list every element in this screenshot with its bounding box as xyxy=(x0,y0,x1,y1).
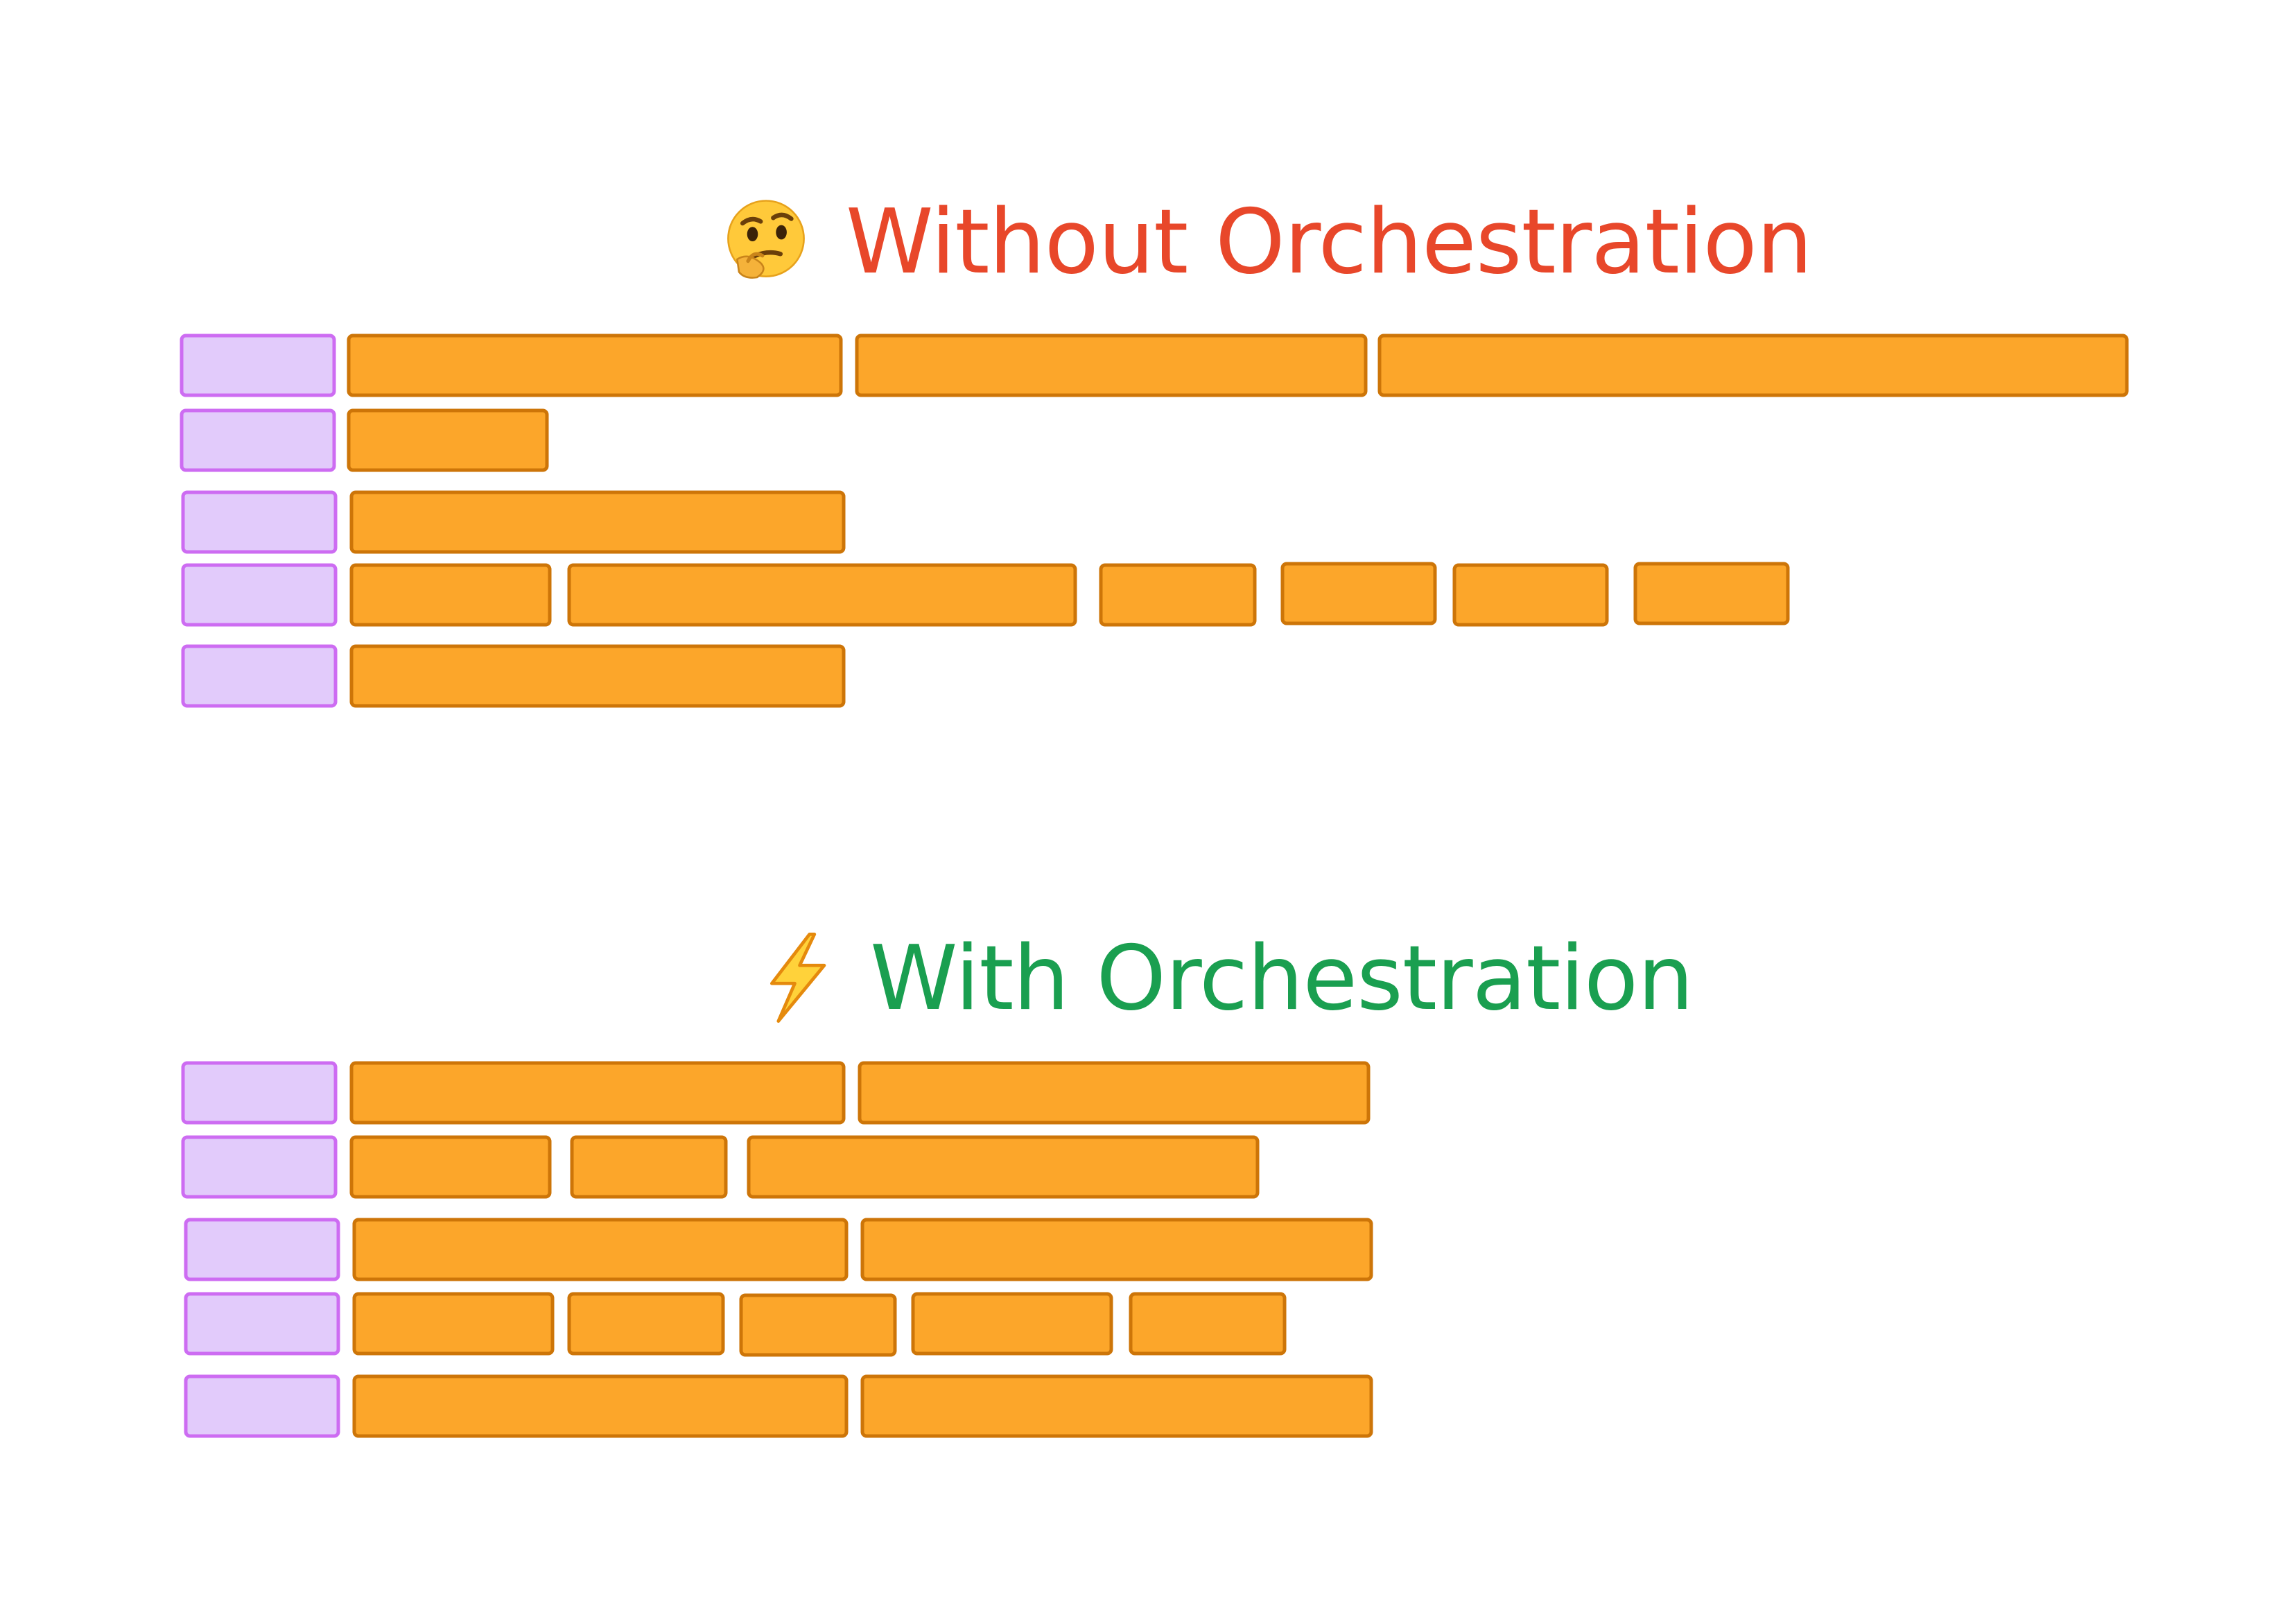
task-bar xyxy=(747,1135,1260,1199)
task-bar xyxy=(352,1374,849,1438)
lane-marker xyxy=(184,1374,340,1438)
task-bar xyxy=(1099,563,1257,627)
task-bar xyxy=(911,1292,1113,1356)
timeline-row xyxy=(184,1292,1287,1357)
task-bar xyxy=(352,1218,849,1281)
timeline-row xyxy=(181,644,846,708)
lane-marker xyxy=(181,490,338,554)
timeline-row xyxy=(184,1374,1373,1438)
task-bar xyxy=(567,563,1077,627)
timeline-row xyxy=(181,1135,1260,1199)
task-bar xyxy=(349,1061,846,1125)
task-bar xyxy=(1452,563,1609,627)
timeline-row xyxy=(181,562,1790,627)
lane-marker xyxy=(180,334,336,397)
lane-marker xyxy=(181,563,338,627)
lane-marker xyxy=(181,1061,338,1125)
lane-marker xyxy=(184,1218,340,1281)
task-bar xyxy=(739,1293,897,1357)
task-bar xyxy=(1129,1292,1287,1356)
task-bar xyxy=(1633,562,1790,625)
task-bar xyxy=(1280,562,1437,625)
without-orchestration-timeline xyxy=(180,334,2129,708)
thinking-face-icon xyxy=(721,196,811,289)
timeline-row xyxy=(180,408,549,472)
lane-marker xyxy=(180,408,336,472)
task-bar xyxy=(860,1218,1373,1281)
task-bar xyxy=(347,334,843,397)
task-bar xyxy=(1377,334,2129,397)
timeline-row xyxy=(180,334,2129,397)
section-title-label: With Orchestration xyxy=(870,927,1694,1030)
task-bar xyxy=(352,1292,555,1356)
timeline-row xyxy=(184,1218,1373,1281)
task-bar xyxy=(349,644,846,708)
task-bar xyxy=(567,1292,725,1356)
lane-marker xyxy=(181,644,338,708)
section-title-label: Without Orchestration xyxy=(846,191,1813,294)
task-bar xyxy=(570,1135,728,1199)
task-bar xyxy=(858,1061,1371,1125)
title-with-orchestration: With Orchestration xyxy=(759,927,1694,1030)
title-without-orchestration: Without Orchestration xyxy=(721,191,1813,294)
task-bar xyxy=(349,1135,552,1199)
task-bar xyxy=(349,563,552,627)
lightning-bolt-icon xyxy=(759,933,835,1026)
timeline-row xyxy=(181,1061,1371,1125)
task-bar xyxy=(860,1374,1373,1438)
task-bar xyxy=(349,490,846,554)
task-bar xyxy=(347,408,549,472)
with-orchestration-timeline xyxy=(181,1061,1373,1438)
task-bar xyxy=(855,334,1368,397)
timeline-row xyxy=(181,490,846,554)
lane-marker xyxy=(181,1135,338,1199)
lane-marker xyxy=(184,1292,340,1356)
